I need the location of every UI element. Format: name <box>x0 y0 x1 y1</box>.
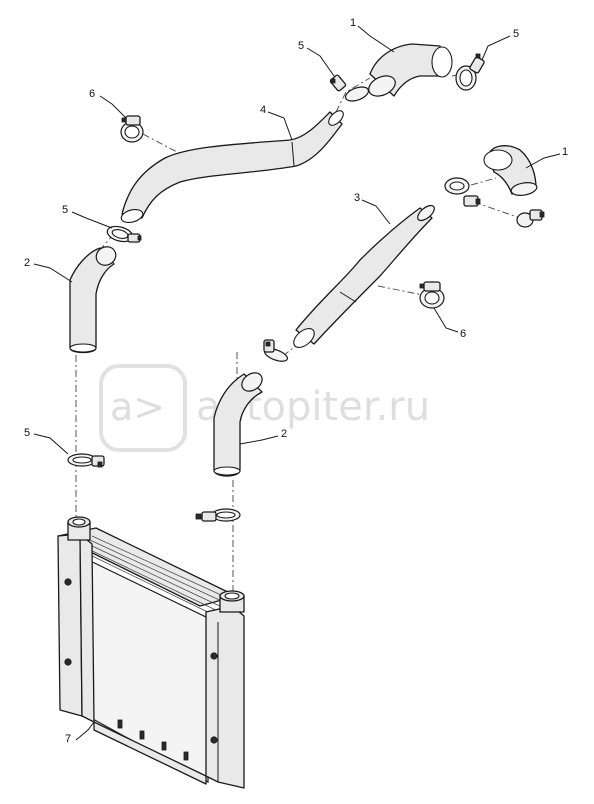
callout-7: 7 <box>65 733 71 745</box>
callout-5-top-left: 5 <box>298 40 304 52</box>
callout-5-lower-left: 5 <box>24 427 30 439</box>
callout-4: 4 <box>260 104 266 116</box>
callouts: 1 5 5 6 4 1 3 5 2 6 2 5 7 <box>24 17 568 745</box>
clamp-right-upper <box>444 177 481 207</box>
callout-2-left: 2 <box>24 257 30 269</box>
callout-6-top: 6 <box>89 88 95 100</box>
watermark: a> autopiter.ru <box>99 364 430 452</box>
clamp-part-5-top-left <box>329 74 370 102</box>
clamp-part-5-top-right <box>455 53 485 91</box>
hose-part-3 <box>293 204 435 348</box>
elbow-hose-part-2-left <box>69 246 117 354</box>
callout-3: 3 <box>354 192 360 204</box>
clamp-part-5-lower-left <box>67 453 105 468</box>
callout-6-right: 6 <box>460 328 466 340</box>
clamp-part-6-right <box>419 281 445 309</box>
callout-leaders <box>33 25 561 741</box>
callout-5-left: 5 <box>62 204 68 216</box>
callout-1-right: 1 <box>562 146 568 158</box>
elbow-hose-part-2-middle <box>213 372 263 477</box>
clamp-part-6-top <box>120 115 144 143</box>
elbow-hose-part-1-top <box>368 43 453 97</box>
elbow-hose-part-1-right <box>483 145 538 196</box>
cooler-fins <box>83 535 233 617</box>
clamp-middle <box>263 339 289 362</box>
charge-air-cooler-part-7 <box>57 516 245 789</box>
callout-1-top: 1 <box>350 17 356 29</box>
callout-2-middle: 2 <box>281 428 287 440</box>
clamp-part-5-left <box>106 225 142 243</box>
svg-text:a>: a> <box>110 385 165 429</box>
clamp-right-lower <box>516 209 545 228</box>
hose-part-4 <box>120 110 344 224</box>
callout-5-top-right: 5 <box>513 28 519 40</box>
clamp-lower-middle <box>195 508 241 522</box>
